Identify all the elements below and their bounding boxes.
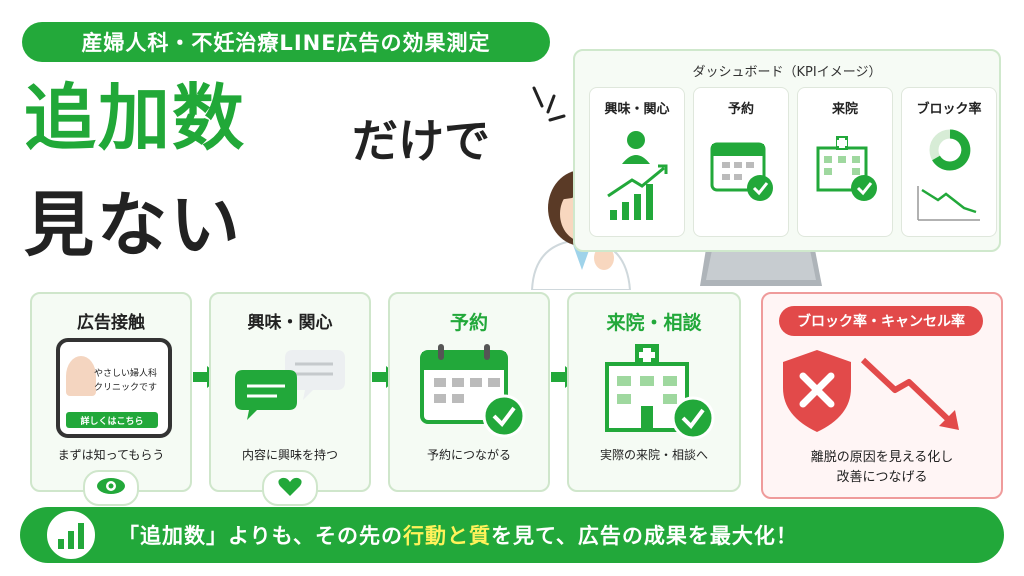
hospital-check-icon (816, 136, 877, 201)
phone-text-line2: クリニックです (94, 383, 158, 393)
flow-step-caption: まずは知ってもらう (57, 448, 165, 462)
kpi-card-visit: 来院 (797, 87, 893, 237)
dashboard-title: ダッシュボード（KPIイメージ） (692, 65, 882, 80)
risk-caption-line2: 改善につなげる (836, 470, 928, 485)
person-growth-icon (607, 131, 668, 220)
kpi-label: ブロック率 (916, 102, 982, 117)
flow-step-title: 予約 (449, 312, 488, 334)
shield-x-icon (783, 350, 851, 432)
bar-chart-icon (58, 523, 84, 549)
donut-trend-icon (917, 129, 980, 221)
flow-step-visit: 来院・相談 実際の来院・相談へ (567, 292, 741, 492)
flow-step-ad-contact: 広告接触 やさしい婦人科 クリニックです 詳しくはこちら まずは知ってもらう (30, 292, 192, 492)
phone-mockup: やさしい婦人科 クリニックです 詳しくはこちら (56, 338, 172, 438)
calendar-check-icon (710, 142, 773, 201)
chat-bubbles-icon (235, 350, 345, 420)
kpi-dashboard: ダッシュボード（KPIイメージ） 興味・関心 予約 来院 (573, 49, 1001, 252)
accent-strokes-icon (532, 86, 566, 122)
topic-pill: 産婦人科・不妊治療LINE広告の効果測定 (22, 22, 550, 62)
kpi-card-interest: 興味・関心 (589, 87, 685, 237)
bottom-chart-badge (44, 508, 98, 562)
flow-step-caption: 内容に興味を持つ (241, 448, 338, 462)
flow-step-reservation: 予約 予約につながる (388, 292, 550, 492)
flow-step-caption: 実際の来院・相談へ (599, 448, 708, 462)
kpi-card-reservation: 予約 (693, 87, 789, 237)
bottom-message-part1: 「追加数」よりも、その先の (118, 524, 403, 548)
kpi-label: 予約 (727, 102, 754, 117)
heart-icon (278, 477, 302, 496)
flow-step-caption: 予約につながる (426, 448, 511, 462)
risk-panel: ブロック率・キャンセル率 離脱の原因を見える化し 改善につなげる (761, 292, 1003, 499)
hospital-check-icon (605, 344, 715, 440)
flow-step-title: 広告接触 (77, 313, 145, 333)
flow-step-title: 来院・相談 (606, 312, 702, 334)
bottom-message-highlight: 行動と質 (402, 524, 491, 548)
calendar-check-icon (420, 344, 526, 438)
bottom-message: 「追加数」よりも、その先の行動と質を見て、広告の成果を最大化！ (118, 507, 798, 563)
bottom-message-part2: を見て、広告の成果を最大化！ (490, 524, 798, 548)
flow-step-title: 興味・関心 (247, 313, 333, 333)
flow-step-interest: 興味・関心 内容に興味を持つ (209, 292, 371, 492)
nurse-avatar (66, 356, 96, 396)
risk-title: ブロック率・キャンセル率 (779, 306, 983, 336)
headline-green: 追加数 (24, 76, 247, 160)
eye-badge (83, 470, 139, 506)
risk-caption-line1: 離脱の原因を見える化し (810, 450, 954, 465)
bottom-banner (20, 507, 1004, 563)
kpi-label: 来院 (831, 102, 858, 117)
phone-cta-button[interactable]: 詳しくはこちら (66, 412, 158, 428)
heart-badge (262, 470, 318, 506)
phone-text-line1: やさしい婦人科 (94, 369, 158, 379)
kpi-label: 興味・関心 (604, 102, 670, 117)
eye-icon (97, 478, 125, 494)
kpi-card-block-rate: ブロック率 (901, 87, 997, 237)
headline-line2: 見ない (24, 184, 243, 266)
headline-black: だけで (352, 114, 490, 168)
downtrend-arrow-icon (860, 357, 959, 430)
